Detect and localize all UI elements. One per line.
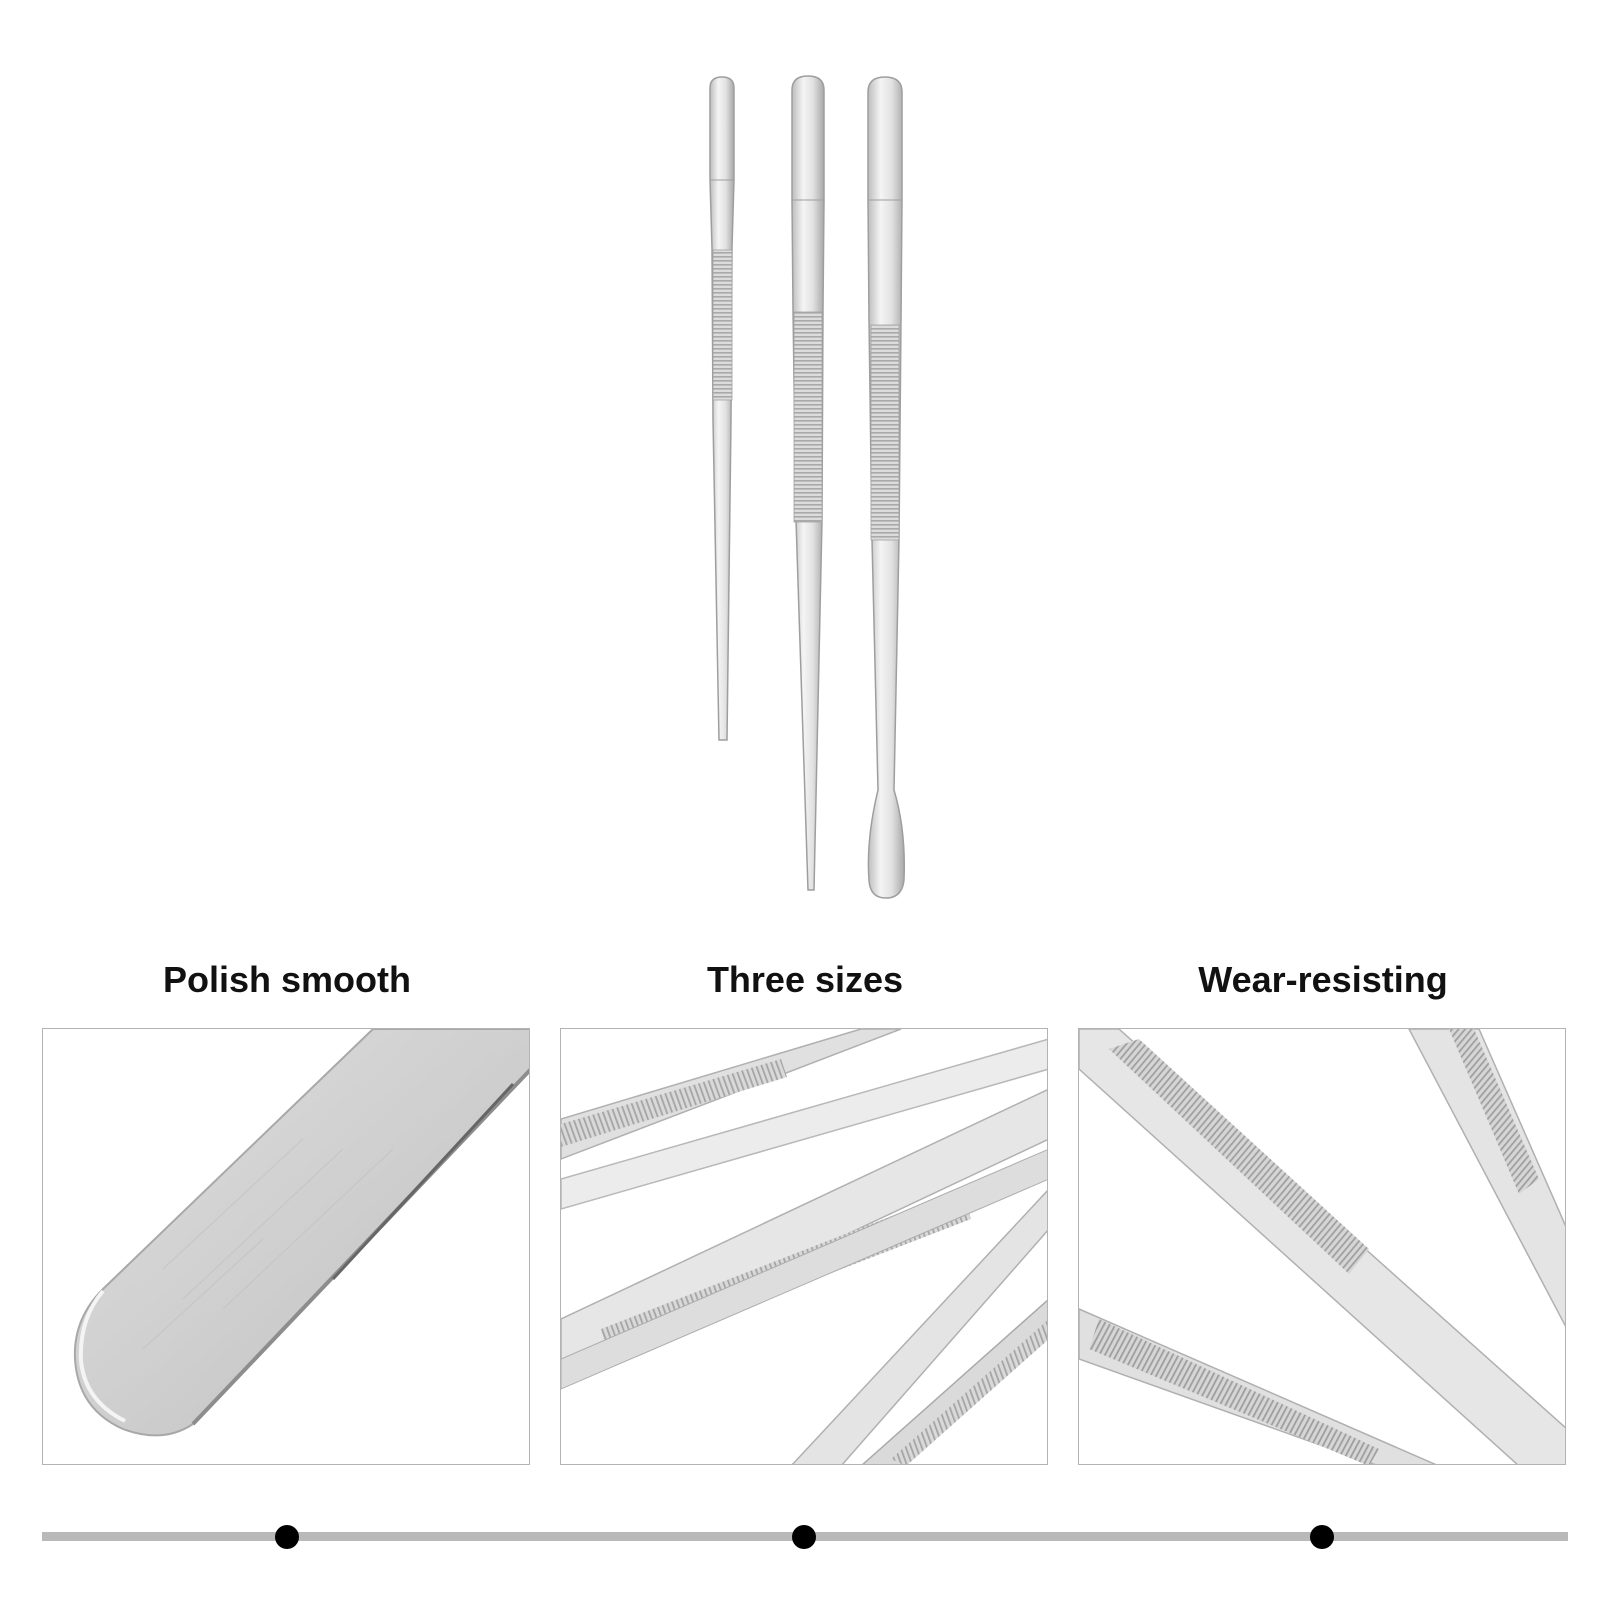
textured-grip-closeup [1079, 1029, 1565, 1464]
tweezers-illustration [709, 75, 906, 899]
polished-tip-closeup [73, 1029, 529, 1437]
timeline-dot-3 [1310, 1525, 1334, 1549]
feature-image-polish-smooth [42, 1028, 530, 1465]
tweezer-medium [791, 75, 825, 891]
feature-title-wear-resisting: Wear-resisting [1198, 959, 1448, 1000]
feature-title-polish-smooth: Polish smooth [162, 959, 411, 1000]
feature-title-three-sizes: Three sizes [706, 959, 904, 1000]
timeline-dot-2 [792, 1525, 816, 1549]
tweezer-large [867, 76, 906, 899]
feature-image-three-sizes [560, 1028, 1048, 1465]
feature-image-wear-resisting [1078, 1028, 1566, 1465]
three-tweezers-closeup [561, 1029, 1047, 1464]
tweezer-small [709, 76, 735, 741]
timeline-dot-1 [275, 1525, 299, 1549]
product-image-tweezers [709, 75, 906, 899]
